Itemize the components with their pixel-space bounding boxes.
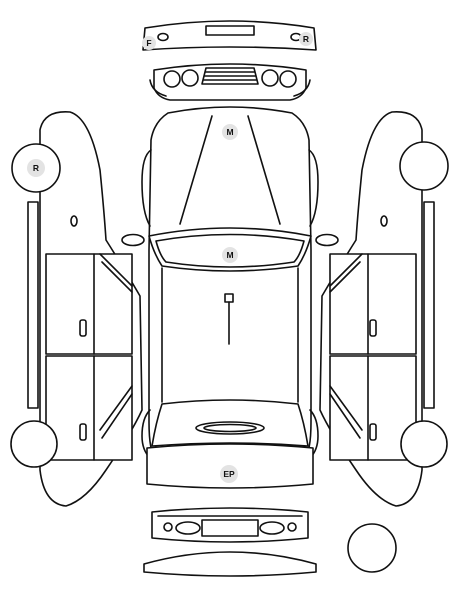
right-mirror[interactable] [315, 233, 339, 247]
right-sill[interactable] [423, 201, 435, 409]
left-front-door[interactable] [45, 253, 133, 355]
right-front-wheel[interactable] [399, 141, 449, 191]
hood-panel[interactable]: M [179, 115, 281, 225]
hood-badge [222, 124, 238, 140]
trunk-panel[interactable]: EP [146, 443, 314, 489]
right-front-door[interactable] [329, 253, 417, 355]
trunk-label: EP [223, 469, 235, 479]
rear-fascia[interactable] [151, 507, 309, 543]
right-side-view [319, 111, 449, 507]
windshield-label: M [226, 250, 233, 260]
left-wheel-label: R [33, 163, 39, 173]
front-left-badge [142, 36, 156, 50]
front-right-badge [299, 32, 313, 46]
left-mirror[interactable] [121, 233, 145, 247]
front-left-label: F [146, 38, 151, 48]
trunk-badge [220, 465, 238, 483]
rear-bumper-panel[interactable] [143, 551, 317, 577]
left-wheel-badge [27, 159, 45, 177]
left-side-view: R [10, 111, 143, 507]
front-right-label: R [303, 34, 309, 44]
right-rear-wheel[interactable] [400, 420, 448, 468]
hood-label: M [226, 127, 233, 137]
left-rear-door[interactable] [45, 355, 133, 461]
windshield-badge [222, 247, 238, 263]
left-sill[interactable] [27, 201, 39, 409]
roof-panel[interactable] [161, 267, 299, 403]
front-fascia[interactable] [149, 63, 311, 101]
car-body-top-view [121, 106, 339, 461]
spare-wheel[interactable] [347, 523, 397, 573]
left-rear-wheel[interactable] [10, 420, 58, 468]
rear-window[interactable] [151, 399, 309, 447]
front-bumper-panel[interactable]: F R [142, 20, 317, 51]
